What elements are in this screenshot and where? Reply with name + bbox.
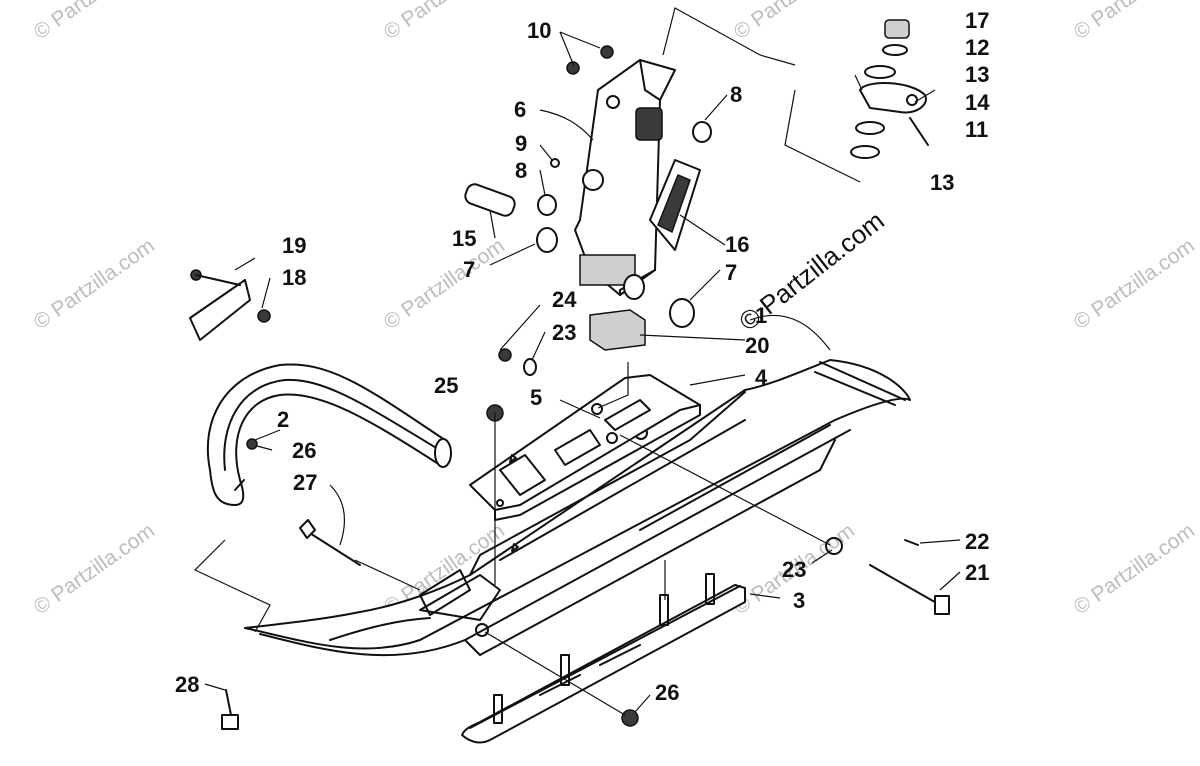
callout-8b: 8 (515, 158, 527, 183)
callout-19: 19 (282, 233, 306, 258)
callout-17: 17 (965, 8, 989, 33)
callout-4: 4 (755, 365, 768, 390)
callout-11: 11 (965, 117, 988, 142)
callout-9: 9 (515, 131, 527, 156)
callout-8a: 8 (730, 82, 742, 107)
callout-26b: 26 (655, 680, 679, 705)
hardware (221, 348, 950, 730)
callout-5: 5 (530, 385, 542, 410)
callout-7b: 7 (725, 260, 737, 285)
watermark: © Partzilla.com (730, 0, 859, 44)
watermark: © Partzilla.com (30, 234, 159, 334)
watermark: © Partzilla.com (30, 0, 159, 44)
hook-bracket (189, 269, 271, 341)
callout-7a: 7 (463, 257, 475, 282)
callout-2: 2 (277, 407, 289, 432)
watermark: © Partzilla.com (1070, 519, 1199, 619)
callout-3: 3 (793, 588, 805, 613)
callout-22: 22 (965, 529, 989, 554)
decal (649, 159, 701, 251)
watermark: © Partzilla.com (1070, 234, 1199, 334)
watermark: © Partzilla.com (1070, 0, 1199, 44)
callout-28: 28 (175, 672, 199, 697)
wear-bar (461, 573, 746, 744)
callout-10: 10 (527, 18, 551, 43)
watermark: © Partzilla.com (30, 519, 159, 619)
callout-20: 20 (745, 333, 769, 358)
callout-18: 18 (282, 265, 306, 290)
callout-21: 21 (965, 560, 989, 585)
callout-23b: 23 (782, 557, 806, 582)
ski-body (244, 359, 911, 657)
watermark: © Partzilla.com (380, 0, 509, 44)
callout-14: 14 (965, 90, 990, 115)
callout-25: 25 (434, 373, 458, 398)
watermark: © Partzilla.com (380, 234, 509, 334)
callout-15: 15 (452, 226, 476, 251)
leader-lines (193, 7, 961, 716)
ski-loop (206, 363, 452, 506)
callout-27: 27 (293, 470, 317, 495)
callout-16: 16 (725, 232, 749, 257)
callout-26a: 26 (292, 438, 316, 463)
callout-6: 6 (514, 97, 526, 122)
callout-13a: 13 (965, 62, 989, 87)
callout-13b: 13 (930, 170, 954, 195)
callout-1: 1 (755, 303, 767, 328)
callout-12: 12 (965, 35, 989, 60)
bushings (464, 45, 712, 351)
callout-labels: 1 2 3 4 5 6 7 7 8 8 9 10 11 12 13 13 14 … (175, 8, 990, 705)
steering-arm-parts (850, 19, 929, 159)
callout-23a: 23 (552, 320, 576, 345)
spindle (574, 59, 676, 300)
callout-24: 24 (552, 287, 577, 312)
